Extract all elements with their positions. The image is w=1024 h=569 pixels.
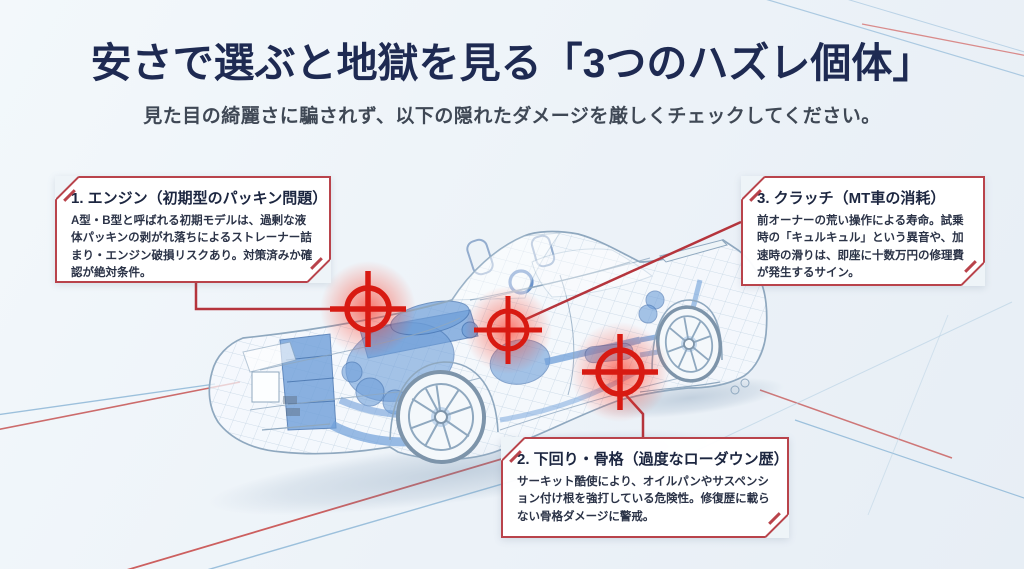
callout-engine: 1. エンジン（初期型のパッキン問題） A型・B型と呼ばれる初期モデルは、過剰な… [55,176,331,283]
callout-clutch-body: 前オーナーの荒い操作による寿命。試乗時の「キュルキュル」という異音や、加速時の滑… [757,215,964,279]
page-subtitle: 見た目の綺麗さに騙されず、以下の隠れたダメージを厳しくチェックしてください。 [143,106,881,128]
front-fascia-details [242,341,331,431]
connector-clutch [523,220,742,322]
page-title: 安さで選ぶと地獄を見る「3つのハズレ個体」 [90,40,934,86]
rear-wheel [656,305,722,383]
target-crosshair-engine [320,261,416,357]
callout-underbody-title: 2. 下回り・骨格（過度なローダウン歴） [517,451,789,468]
callout-clutch-title: 3. クラッチ（MT車の消耗） [757,190,946,207]
callout-clutch: 3. クラッチ（MT車の消耗） 前オーナーの荒い操作による寿命。試乗時の「キュル… [741,176,985,286]
header: 安さで選ぶと地獄を見る「3つのハズレ個体」 見た目の綺麗さに騙されず、以下の隠れ… [0,40,1024,128]
target-crosshair-underbody [570,322,670,422]
callout-underbody: 2. 下回り・骨格（過度なローダウン歴） サーキット酷使により、オイルパンやサス… [501,437,789,538]
car-windows [451,232,653,301]
callout-underbody-body: サーキット酷使により、オイルパンやサスペンション付け根を強打している危険性。修復… [517,476,770,523]
callout-engine-body: A型・B型と呼ばれる初期モデルは、過剰な液体パッキンの剥がれ落ちによるストレーナ… [71,215,313,279]
target-crosshair-clutch [464,286,552,374]
connector-engine [194,282,343,311]
rear-spoiler [659,239,728,263]
front-wheel [395,370,487,464]
callout-engine-title: 1. エンジン（初期型のパッキン問題） [71,190,328,207]
